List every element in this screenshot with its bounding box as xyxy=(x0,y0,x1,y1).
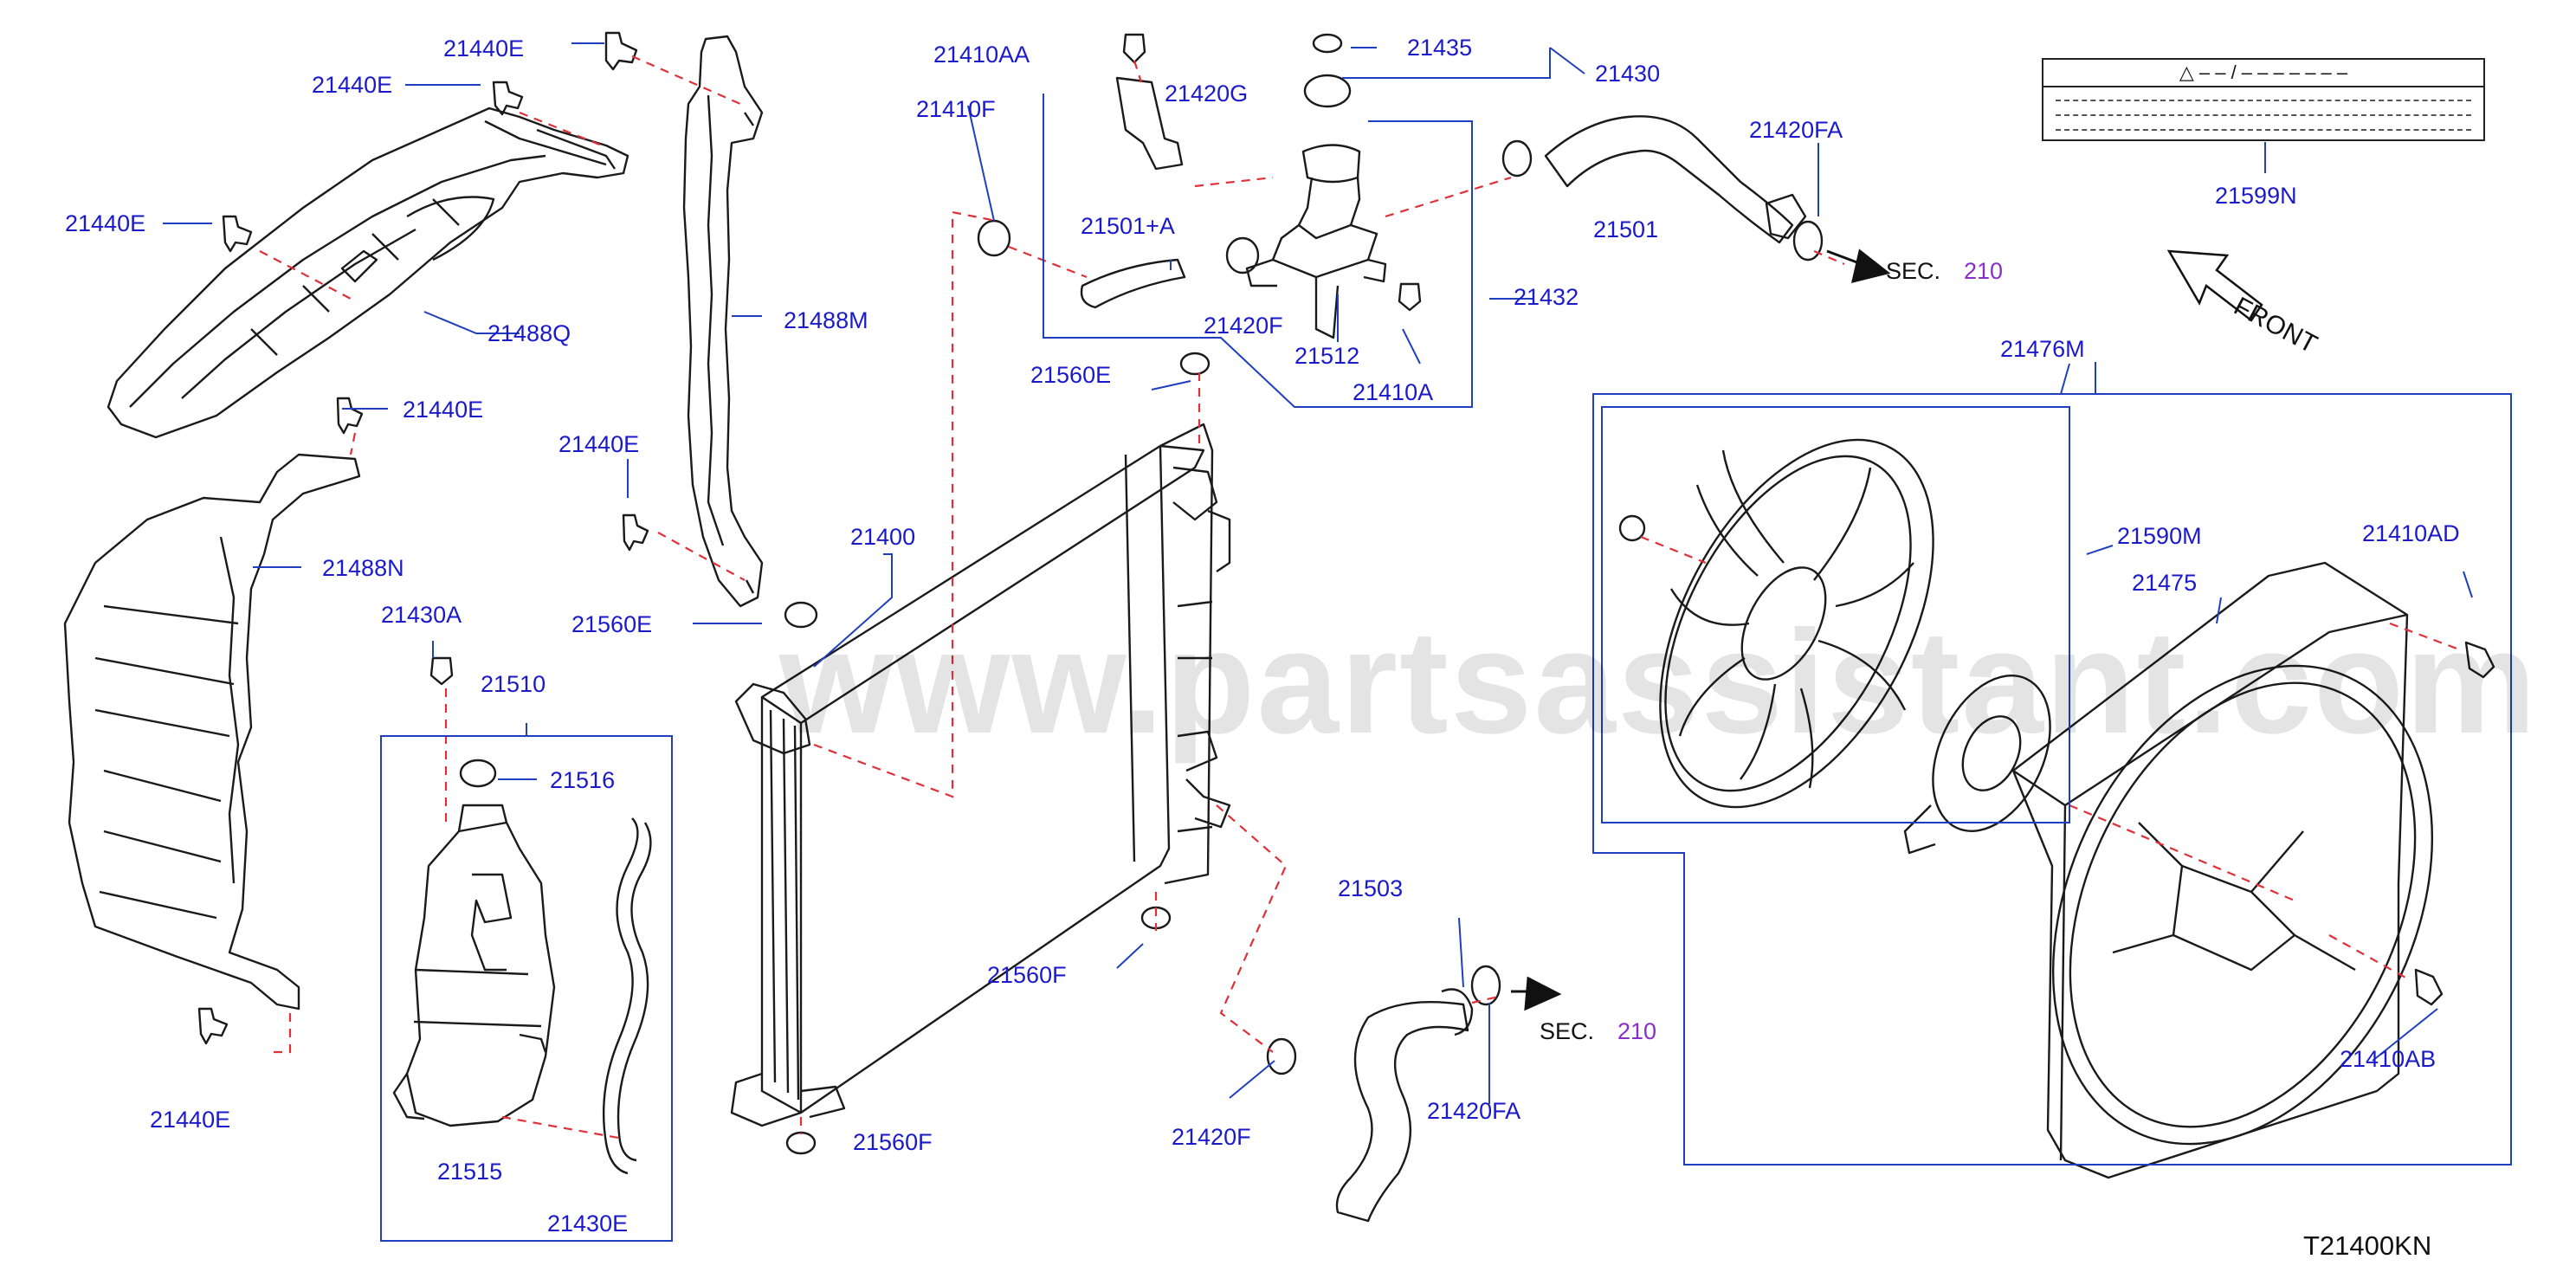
section-ref-label: SEC. xyxy=(1886,258,1941,284)
fan-blade-part xyxy=(1659,438,1934,809)
callout-21515[interactable]: 21515 xyxy=(437,1159,503,1185)
callout-21440E[interactable]: 21440E xyxy=(443,36,525,61)
callout-21410AA[interactable]: 21410AA xyxy=(933,42,1030,68)
leader-lines xyxy=(163,42,2512,1242)
callout-21400[interactable]: 21400 xyxy=(850,524,916,550)
caution-label-box: △ – – / – – – – – – – xyxy=(2042,58,2485,141)
callout-21512[interactable]: 21512 xyxy=(1294,343,1360,369)
section-ref-number[interactable]: 210 xyxy=(1617,1018,1657,1044)
callout-21510[interactable]: 21510 xyxy=(481,671,546,697)
callout-21503[interactable]: 21503 xyxy=(1338,875,1404,901)
callout-21475[interactable]: 21475 xyxy=(2132,570,2198,596)
callout-21488M[interactable]: 21488M xyxy=(784,307,868,333)
callout-21590M[interactable]: 21590M xyxy=(2117,523,2202,549)
filler-neck-part xyxy=(1245,144,1387,339)
callout-21410F[interactable]: 21410F xyxy=(916,96,996,122)
callout-21560F[interactable]: 21560F xyxy=(853,1129,933,1155)
reservoir-tank-part xyxy=(392,804,556,1127)
bracket-part xyxy=(1115,76,1184,171)
caution-label-header: △ – – / – – – – – – – xyxy=(2043,60,2483,87)
callout-21599N[interactable]: 21599N xyxy=(2215,183,2297,209)
callout-21501[interactable]: 21501 xyxy=(1593,216,1659,242)
front-arrow xyxy=(2166,249,2263,322)
callout-21432[interactable]: 21432 xyxy=(1514,284,1579,310)
callout-21420G[interactable]: 21420G xyxy=(1165,81,1249,107)
callout-21488N[interactable]: 21488N xyxy=(322,555,404,581)
section-ref-label: SEC. xyxy=(1540,1018,1595,1044)
callout-21410AB[interactable]: 21410AB xyxy=(2340,1046,2437,1072)
callout-21430A[interactable]: 21430A xyxy=(381,602,462,628)
callout-21420FA[interactable]: 21420FA xyxy=(1427,1098,1521,1124)
radiator-part xyxy=(730,423,1231,1127)
section-arrows xyxy=(1511,249,1891,1011)
callout-21410A[interactable]: 21410A xyxy=(1353,379,1434,405)
caution-label-line xyxy=(2056,100,2471,102)
diagram-code: T21400KN xyxy=(2303,1230,2432,1261)
callout-21420F[interactable]: 21420F xyxy=(1204,313,1283,339)
upper-hose-part xyxy=(1544,115,1807,244)
callout-21516[interactable]: 21516 xyxy=(550,767,616,793)
caution-label-line xyxy=(2056,114,2471,117)
small-hose-part xyxy=(1080,258,1186,309)
air-guide-upper-part xyxy=(107,107,629,439)
lower-hose-part xyxy=(1335,988,1474,1223)
fan-shroud-part xyxy=(2011,561,2434,1179)
fan-motor-part xyxy=(1903,675,2051,855)
callout-21560E[interactable]: 21560E xyxy=(1030,362,1112,388)
callout-21435[interactable]: 21435 xyxy=(1407,35,1473,61)
callout-21420F[interactable]: 21420F xyxy=(1172,1124,1251,1150)
section-ref-number[interactable]: 210 xyxy=(1964,258,2004,284)
callout-21430E[interactable]: 21430E xyxy=(547,1211,629,1237)
callout-21560E[interactable]: 21560E xyxy=(571,611,653,637)
callout-21501+A[interactable]: 21501+A xyxy=(1081,213,1175,239)
callout-21440E[interactable]: 21440E xyxy=(312,72,393,98)
callout-21420FA[interactable]: 21420FA xyxy=(1749,117,1843,143)
callout-21476M[interactable]: 21476M xyxy=(2000,336,2085,362)
callout-21440E[interactable]: 21440E xyxy=(150,1107,231,1133)
assembly-lines xyxy=(259,55,2460,1140)
callout-21410AD[interactable]: 21410AD xyxy=(2362,520,2460,546)
callout-21440E[interactable]: 21440E xyxy=(558,431,640,457)
callout-21440E[interactable]: 21440E xyxy=(403,397,484,423)
callout-21440E[interactable]: 21440E xyxy=(65,210,146,236)
reservoir-hose-part xyxy=(602,817,652,1175)
callout-21488Q[interactable]: 21488Q xyxy=(487,320,571,346)
callout-21560F[interactable]: 21560F xyxy=(987,962,1067,988)
air-guide-lower-part xyxy=(63,453,361,1011)
caution-label-line xyxy=(2056,129,2471,132)
side-seal-part xyxy=(682,35,764,608)
callout-21430[interactable]: 21430 xyxy=(1595,61,1661,87)
